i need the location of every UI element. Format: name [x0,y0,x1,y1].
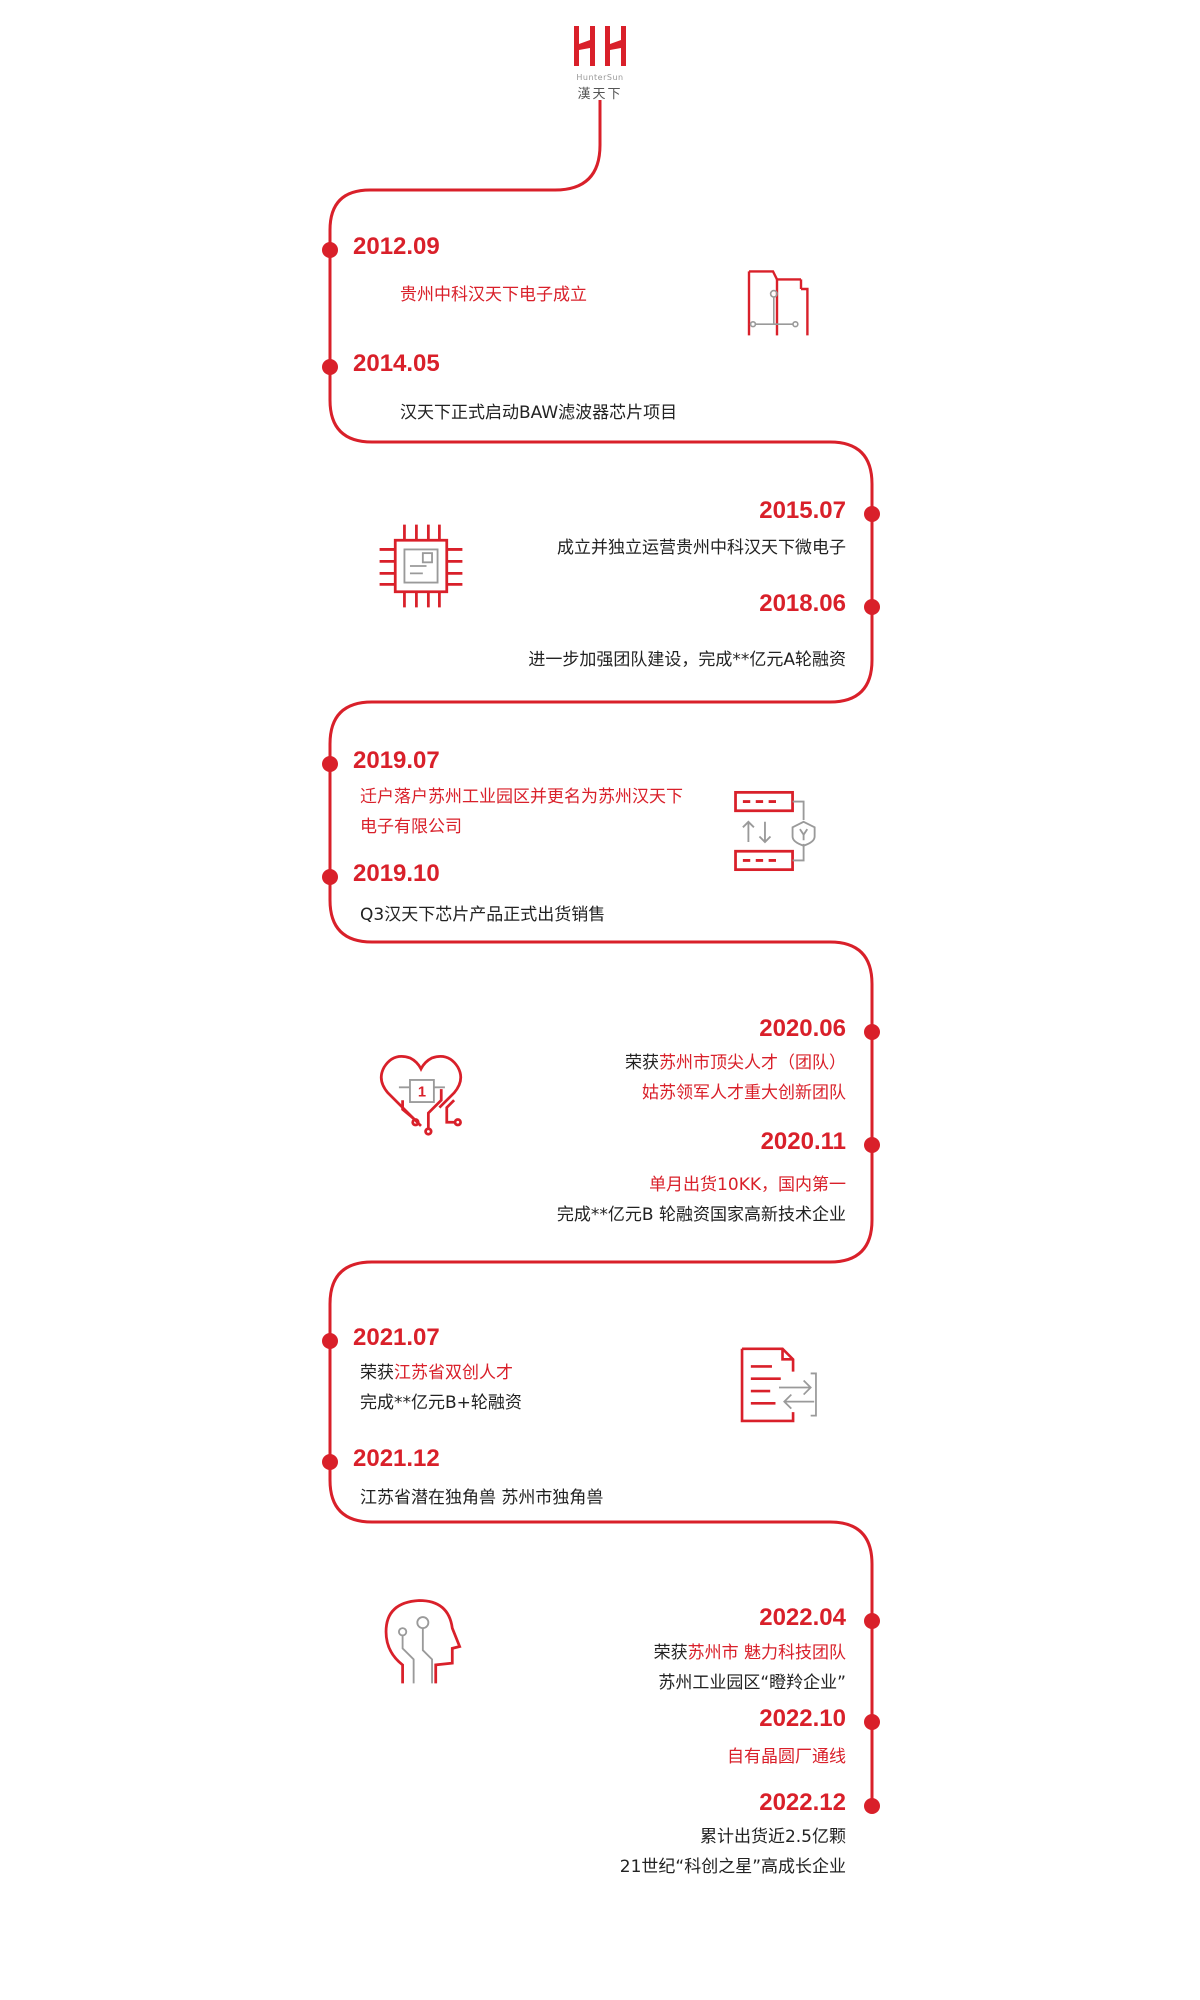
brand-logo: HunterSun 漢天下 [560,18,640,102]
milestone-line-text: 贵州中科汉天下电子成立 [400,285,587,305]
timeline-dot [864,1613,880,1629]
milestone-line: 汉天下正式启动BAW滤波器芯片项目 [400,398,677,428]
milestone-line: 江苏省潜在独角兽 苏州市独角兽 [360,1483,603,1513]
milestone-line-text: 电子有限公司 [360,817,462,837]
milestone-date: 2019.07 [353,747,440,774]
folder-circuit-icon [747,270,809,336]
milestone-date: 2019.10 [353,860,440,887]
milestone-line: 贵州中科汉天下电子成立 [400,280,587,310]
milestone-line-text: 迁户落户苏州工业园区并更名为苏州汉天下 [360,787,683,807]
milestone-description: 荣获江苏省双创人才完成**亿元B+轮融资 [360,1358,522,1418]
milestone-line: 累计出货近2.5亿颗 [620,1822,846,1852]
milestone-line: 荣获苏州市 魅力科技团队 [654,1638,846,1668]
milestone-date: 2014.05 [353,350,440,377]
chip-icon [379,524,463,608]
milestone-line-text: 江苏省双创人才 [394,1363,513,1383]
milestone-description: 单月出货10KK，国内第一完成**亿元B 轮融资国家高新技术企业 [557,1170,846,1230]
milestone-line-text: 累计出货近2.5亿颗 [699,1827,846,1847]
milestone-line-text: 进一步加强团队建设，完成**亿元A轮融资 [528,650,846,670]
milestone-line: 电子有限公司 [360,812,683,842]
milestone-description: 荣获苏州市顶尖人才（团队） 姑苏领军人才重大创新团队 [625,1048,846,1108]
brand-name-cn: 漢天下 [577,87,623,102]
timeline-dot [864,1798,880,1814]
milestone-date: 2015.07 [759,497,846,524]
milestone-date: 2020.06 [759,1015,846,1042]
milestone-line: 自有晶圆厂通线 [727,1742,846,1772]
milestone-line-text: 苏州工业园区“瞪羚企业” [658,1673,846,1693]
milestone-description: 江苏省潜在独角兽 苏州市独角兽 [360,1483,603,1513]
milestone-line-prefix: 荣获 [360,1363,394,1383]
document-transfer-icon [740,1347,817,1423]
milestone-line: Q3汉天下芯片产品正式出货销售 [360,900,605,930]
milestone-line: 完成**亿元B 轮融资国家高新技术企业 [557,1200,846,1230]
milestone-date: 2022.12 [759,1789,846,1816]
milestone-line-text: 姑苏领军人才重大创新团队 [642,1083,846,1103]
timeline-dot [322,359,338,375]
milestone-description: 汉天下正式启动BAW滤波器芯片项目 [400,398,677,428]
milestone-line: 苏州工业园区“瞪羚企业” [654,1668,846,1698]
timeline-dot [322,869,338,885]
timeline-dot [322,1454,338,1470]
server-transfer-icon [734,790,816,872]
milestone-description: Q3汉天下芯片产品正式出货销售 [360,900,605,930]
milestone-date: 2020.11 [760,1128,846,1155]
heart-circuit-icon: 1 [379,1055,463,1136]
milestone-description: 自有晶圆厂通线 [727,1742,846,1772]
milestone-line: 单月出货10KK，国内第一 [557,1170,846,1200]
milestone-date: 2012.09 [353,233,440,260]
milestone-description: 贵州中科汉天下电子成立 [400,280,587,310]
milestone-line-text: Q3汉天下芯片产品正式出货销售 [360,905,606,925]
timeline-dot [864,506,880,522]
timeline-dot [322,756,338,772]
milestone-date: 2022.04 [759,1604,846,1631]
milestone-line: 进一步加强团队建设，完成**亿元A轮融资 [528,645,846,675]
milestone-line: 完成**亿元B+轮融资 [360,1388,522,1418]
timeline-dot [864,1024,880,1040]
milestone-line: 姑苏领军人才重大创新团队 [625,1078,846,1108]
head-circuit-icon [384,1599,462,1684]
milestone-date: 2018.06 [759,590,846,617]
milestone-description: 迁户落户苏州工业园区并更名为苏州汉天下电子有限公司 [360,782,683,842]
milestone-date: 2022.10 [759,1705,846,1732]
milestone-description: 进一步加强团队建设，完成**亿元A轮融资 [528,645,846,675]
brand-name-en: HunterSun [576,73,624,82]
milestone-line-text: 自有晶圆厂通线 [727,1747,846,1767]
milestone-line-text: 成立并独立运营贵州中科汉天下微电子 [557,538,846,558]
milestone-line: 成立并独立运营贵州中科汉天下微电子 [557,533,846,563]
milestone-line: 荣获苏州市顶尖人才（团队） [625,1048,846,1078]
timeline-dot [864,1137,880,1153]
milestone-line-text: 完成**亿元B+轮融资 [360,1393,522,1413]
milestone-line-prefix: 荣获 [653,1643,688,1663]
milestone-line-text: 完成**亿元B 轮融资国家高新技术企业 [556,1205,846,1225]
timeline-dot [322,242,338,258]
milestone-description: 荣获苏州市 魅力科技团队苏州工业园区“瞪羚企业” [654,1638,846,1698]
milestone-line-text: 苏州市顶尖人才（团队） [659,1053,846,1073]
milestone-line: 迁户落户苏州工业园区并更名为苏州汉天下 [360,782,683,812]
milestone-line-text: 江苏省潜在独角兽 苏州市独角兽 [360,1488,604,1508]
milestone-date: 2021.07 [353,1324,440,1351]
milestone-description: 累计出货近2.5亿颗 21世纪“科创之星”高成长企业 [620,1822,846,1882]
milestone-line-text: 苏州市 魅力科技团队 [687,1643,846,1663]
milestone-line-text: 汉天下正式启动BAW滤波器芯片项目 [400,403,678,423]
hh-logo-icon [574,26,626,66]
heart-icon-number: 1 [418,1085,426,1101]
milestone-line-text: 单月出货10KK，国内第一 [649,1175,846,1195]
milestone-line-text: 21世纪“科创之星”高成长企业 [619,1857,846,1877]
timeline-line [328,100,874,1800]
timeline-dot [864,1714,880,1730]
milestone-line-prefix: 荣获 [625,1053,659,1073]
milestone-description: 成立并独立运营贵州中科汉天下微电子 [557,533,846,563]
timeline-dot [322,1333,338,1349]
milestone-line: 21世纪“科创之星”高成长企业 [620,1852,846,1882]
milestone-date: 2021.12 [353,1445,440,1472]
timeline-dot [864,599,880,615]
milestone-line: 荣获江苏省双创人才 [360,1358,522,1388]
